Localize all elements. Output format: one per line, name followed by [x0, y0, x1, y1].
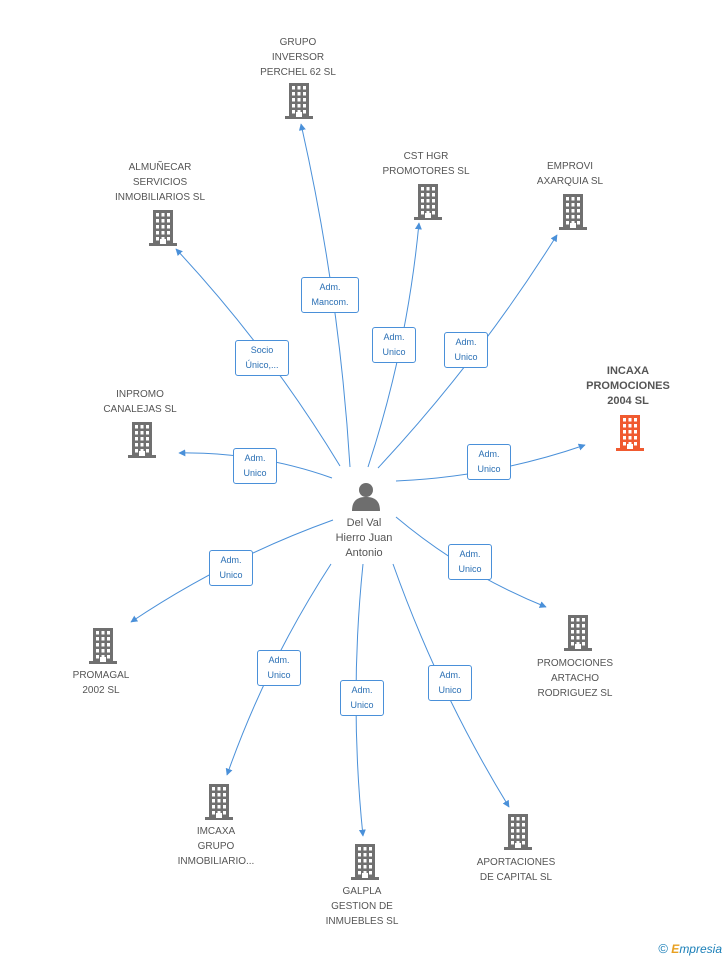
company-name-inpromo[interactable]: INPROMO CANALEJAS SL — [103, 389, 177, 415]
building-icon[interactable] — [126, 422, 158, 458]
company-name-emprovi[interactable]: EMPROVI AXARQUIA SL — [536, 161, 604, 187]
company-name-imcaxa[interactable]: IMCAXA GRUPO INMOBILIARIO... — [177, 826, 255, 867]
brand-logo: © Empresia — [658, 941, 722, 956]
building-icon[interactable] — [412, 184, 444, 220]
building-icon[interactable] — [87, 628, 119, 664]
company-name-galpla[interactable]: GALPLA GESTION DE INMUEBLES SL — [325, 886, 399, 927]
relation-label-imcaxa[interactable]: Adm. Unico — [257, 650, 301, 686]
relation-label-aportaciones[interactable]: Adm. Unico — [428, 665, 472, 701]
building-icon[interactable] — [283, 83, 315, 119]
relation-label-almunecar[interactable]: Socio Único,... — [235, 340, 289, 376]
brand-initial: E — [671, 942, 680, 956]
company-name-incaxa[interactable]: INCAXA PROMOCIONES 2004 SL — [586, 365, 670, 407]
relation-label-incaxa[interactable]: Adm. Unico — [467, 444, 511, 480]
building-icon[interactable] — [203, 784, 235, 820]
relation-label-grupo-inversor[interactable]: Adm. Mancom. — [301, 277, 359, 313]
copyright-symbol: © — [658, 941, 668, 956]
building-icon[interactable] — [349, 844, 381, 880]
brand-name: mpresia — [679, 942, 722, 956]
relation-label-cst-hgr[interactable]: Adm. Unico — [372, 327, 416, 363]
company-name-cst-hgr[interactable]: CST HGR PROMOTORES SL — [382, 151, 470, 177]
company-name-almunecar[interactable]: ALMUÑECAR SERVICIOS INMOBILIARIOS SL — [114, 162, 206, 203]
person-name[interactable]: Del Val Hierro Juan Antonio — [335, 517, 393, 559]
building-icon[interactable] — [562, 615, 594, 651]
company-name-grupo-inversor[interactable]: GRUPO INVERSOR PERCHEL 62 SL — [260, 37, 336, 78]
company-name-promociones-artacho[interactable]: PROMOCIONES ARTACHO RODRIGUEZ SL — [536, 658, 614, 699]
company-name-promagal[interactable]: PROMAGAL 2002 SL — [72, 670, 130, 696]
relation-label-promagal[interactable]: Adm. Unico — [209, 550, 253, 586]
person-icon[interactable] — [351, 481, 381, 511]
relation-label-galpla[interactable]: Adm. Unico — [340, 680, 384, 716]
building-icon[interactable] — [147, 210, 179, 246]
relation-label-promociones-artacho[interactable]: Adm. Unico — [448, 544, 492, 580]
building-icon[interactable] — [502, 814, 534, 850]
company-name-aportaciones[interactable]: APORTACIONES DE CAPITAL SL — [476, 857, 556, 883]
relation-label-emprovi[interactable]: Adm. Unico — [444, 332, 488, 368]
building-icon[interactable] — [557, 194, 589, 230]
building-icon[interactable] — [614, 415, 646, 451]
relation-label-inpromo[interactable]: Adm. Unico — [233, 448, 277, 484]
